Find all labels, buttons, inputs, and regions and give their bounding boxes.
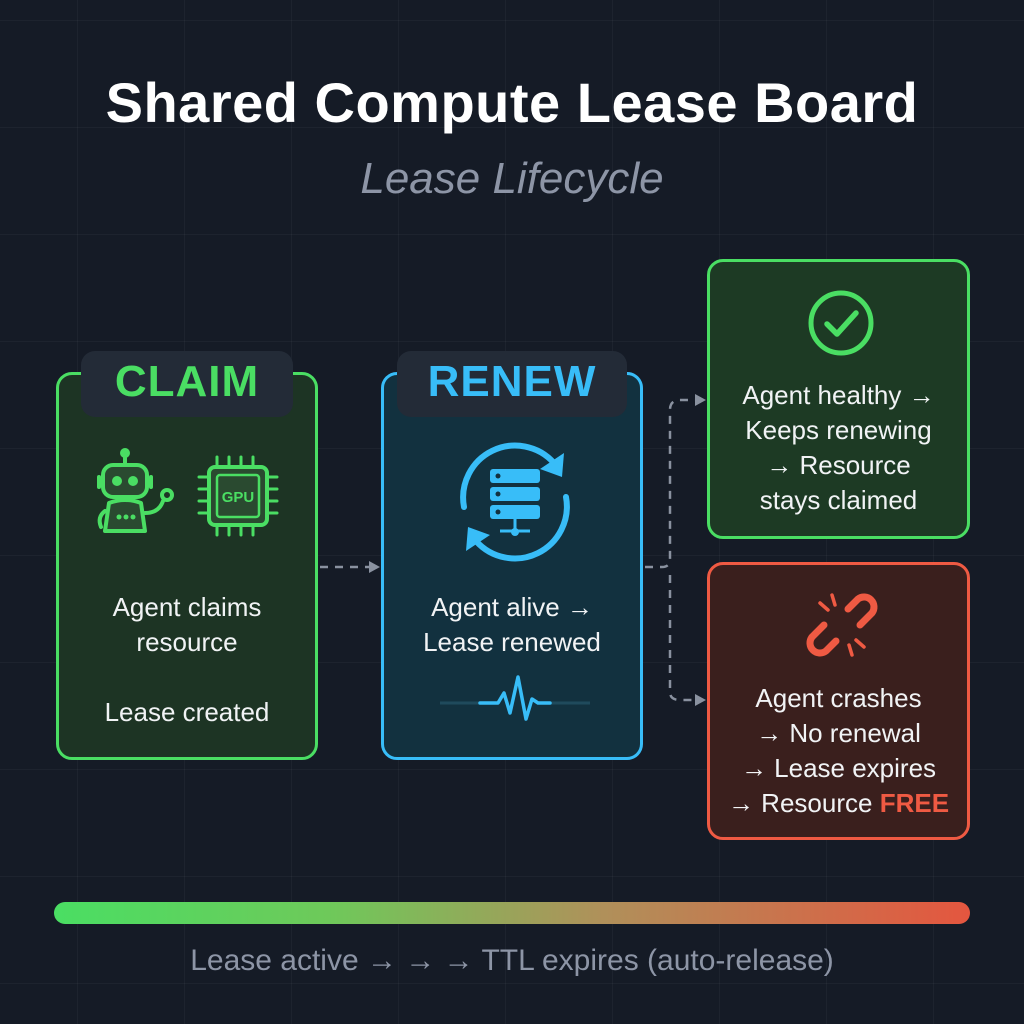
healthy-description: Agent healthy → Keeps renewing → Resourc… bbox=[710, 378, 967, 518]
renew-description: Agent alive → Lease renewed bbox=[384, 590, 640, 660]
check-circle-icon bbox=[808, 290, 874, 356]
arrowhead-crash bbox=[695, 694, 706, 706]
timeline-caption: Lease active → → → TTL expires (auto-rel… bbox=[190, 944, 834, 977]
gpu-chip-icon: GPU bbox=[197, 455, 279, 537]
crash-line-2: → No renewal bbox=[756, 718, 921, 748]
crash-line-4-prefix: → Resource bbox=[727, 788, 880, 818]
renew-line-2: Lease renewed bbox=[423, 627, 601, 657]
page-title: Shared Compute Lease Board bbox=[105, 71, 919, 134]
claim-card: CLAIM GPU bbox=[56, 351, 318, 760]
healthy-line-2: Keeps renewing bbox=[745, 415, 932, 445]
broken-link-icon bbox=[806, 593, 878, 657]
crash-outcome-card: Agent crashes → No renewal → Lease expir… bbox=[707, 562, 970, 840]
arrowhead-healthy bbox=[695, 394, 706, 406]
lease-ttl-timeline-bar bbox=[54, 902, 970, 924]
claim-description: Agent claims resource bbox=[59, 590, 315, 660]
renew-stage-label: RENEW bbox=[397, 351, 627, 417]
renew-line-1: Agent alive → bbox=[431, 592, 593, 622]
healthy-line-1: Agent healthy → bbox=[742, 380, 935, 410]
crash-line-4: → Resource FREE bbox=[710, 786, 967, 821]
claim-line-1: Agent claims bbox=[112, 592, 262, 622]
crash-line-3: → Lease expires bbox=[740, 753, 937, 783]
renew-card: RENEW Agent alive → Lease renewed bbox=[381, 351, 643, 760]
robot-icon bbox=[97, 448, 174, 533]
healthy-outcome-card: Agent healthy → Keeps renewing → Resourc… bbox=[707, 259, 970, 539]
claim-stage-label: CLAIM bbox=[81, 351, 293, 417]
arrowhead-renew bbox=[369, 561, 380, 573]
healthy-line-3: → Resource bbox=[766, 450, 911, 480]
claim-result: Lease created bbox=[104, 697, 270, 727]
gpu-chip-label: GPU bbox=[222, 489, 255, 506]
claim-line-2: resource bbox=[136, 627, 238, 657]
arrow-renew-to-outcomes bbox=[645, 398, 698, 702]
crash-description: Agent crashes → No renewal → Lease expir… bbox=[710, 681, 967, 821]
free-status-highlight: FREE bbox=[879, 788, 950, 818]
healthy-line-4: stays claimed bbox=[759, 485, 918, 515]
page-subtitle: Lease Lifecycle bbox=[360, 154, 664, 203]
heartbeat-icon bbox=[440, 675, 590, 721]
server-refresh-icon bbox=[460, 442, 570, 562]
crash-line-1: Agent crashes bbox=[755, 683, 922, 713]
